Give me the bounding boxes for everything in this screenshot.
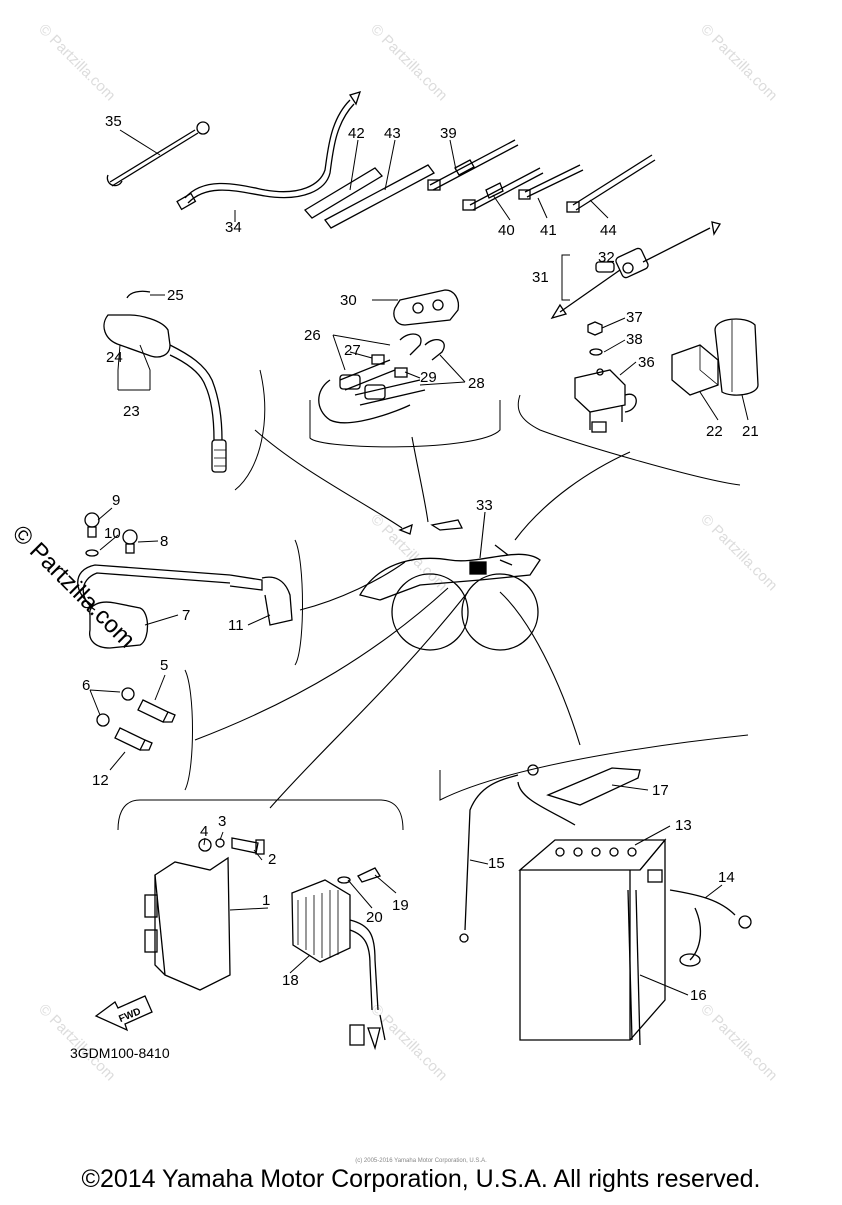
callout-7: 7 [182,607,190,624]
leader-lines-switch [89,674,166,771]
cable-tie-40 [462,167,544,211]
cdi-unit [144,856,231,991]
leader-lines-coil [97,507,271,626]
callout-1: 1 [262,892,270,909]
callout-35: 35 [105,113,122,130]
callout-25: 25 [167,287,184,304]
watermark: © Partzilla.com [367,1001,450,1084]
watermark: © Partzilla.com [697,511,780,594]
callout-14: 14 [718,869,735,886]
battery-negative-lead [106,121,210,187]
callout-30: 30 [340,292,357,309]
callout-5: 5 [160,657,168,674]
callout-18: 18 [282,972,299,989]
callout-17: 17 [652,782,669,799]
cable-tie-44 [566,154,656,213]
bolt-2-washers [198,837,265,855]
small-copyright: (c) 2005-2016 Yamaha Motor Corporation, … [355,1158,487,1164]
spark-plug-cap [103,290,227,473]
callout-16: 16 [690,987,707,1004]
callout-12: 12 [92,772,109,789]
watermark-layer: © Partzilla.com © Partzilla.com © Partzi… [35,21,780,1084]
callout-8: 8 [160,533,168,550]
relay-bracket [393,289,460,326]
watermark: © Partzilla.com [697,21,780,104]
callout-24: 24 [106,349,123,366]
center-arrows [194,429,631,809]
leader-lines-battery [469,784,723,996]
callout-11: 11 [228,617,244,634]
callout-37: 37 [626,309,643,326]
callout-15: 15 [488,855,505,872]
cable-tie-41 [518,164,584,200]
callout-43: 43 [384,125,401,142]
callout-20: 20 [366,909,383,926]
callout-22: 22 [706,423,723,440]
callout-42: 42 [348,125,365,142]
ignition-coil [77,512,293,649]
callout-6: 6 [82,677,90,694]
copyright-footer: ©2014 Yamaha Motor Corporation, U.S.A. A… [81,1165,761,1193]
callout-29: 29 [420,369,437,386]
leader-lines-cdi [203,831,397,974]
callout-38: 38 [626,331,643,348]
watermark: © Partzilla.com [35,1001,118,1084]
callout-27: 27 [344,342,361,359]
relay-cover-21 [714,318,759,396]
callout-34: 34 [225,219,242,236]
callout-10: 10 [104,525,121,542]
callout-31: 31 [532,269,549,286]
battery-band-17 [546,767,641,806]
bolt-19 [337,867,381,884]
callout-labels: 1 2 3 4 5 6 7 8 9 10 11 12 13 14 15 16 1… [82,113,759,1025]
switch-5 [121,687,176,723]
leader-lines-top [119,129,609,222]
switch-12 [96,713,153,751]
regulator-18 [291,879,386,1051]
battery-vent-hose [627,889,641,1046]
diagram-code: 3GDM100-8410 [70,1045,170,1061]
fuse-holder [550,221,722,320]
watermark: © Partzilla.com [367,21,450,104]
battery-cable-15 [459,764,576,943]
leader-lines-left [117,294,165,391]
callout-40: 40 [498,222,515,239]
callout-19: 19 [392,897,409,914]
atv-silhouette [359,519,541,651]
fwd-arrow [94,995,153,1032]
callout-32: 32 [598,249,615,266]
relay-22 [671,344,719,396]
callout-21: 21 [742,423,759,440]
band-43 [324,164,435,229]
callout-3: 3 [218,813,226,830]
callout-39: 39 [440,125,457,142]
cable-tie-39 [427,139,519,191]
callout-28: 28 [468,375,485,392]
callout-13: 13 [675,817,692,834]
callout-2: 2 [268,851,276,868]
callout-26: 26 [304,327,321,344]
watermark: © Partzilla.com [697,1001,780,1084]
battery-lead-14 [669,889,752,967]
nut-washer [587,321,603,356]
callout-9: 9 [112,492,120,509]
callout-41: 41 [540,222,557,239]
battery [518,838,667,1041]
callout-23: 23 [123,403,140,420]
watermark: © Partzilla.com [35,21,118,104]
leader-lines-relay [332,299,466,386]
starter-relay [574,368,637,433]
group-outlines [117,369,749,831]
callout-4: 4 [200,823,208,840]
callout-36: 36 [638,354,655,371]
leader-lines-relay-right [601,317,749,421]
callout-33: 33 [476,497,493,514]
lead-wire [176,91,362,211]
callout-44: 44 [600,222,617,239]
